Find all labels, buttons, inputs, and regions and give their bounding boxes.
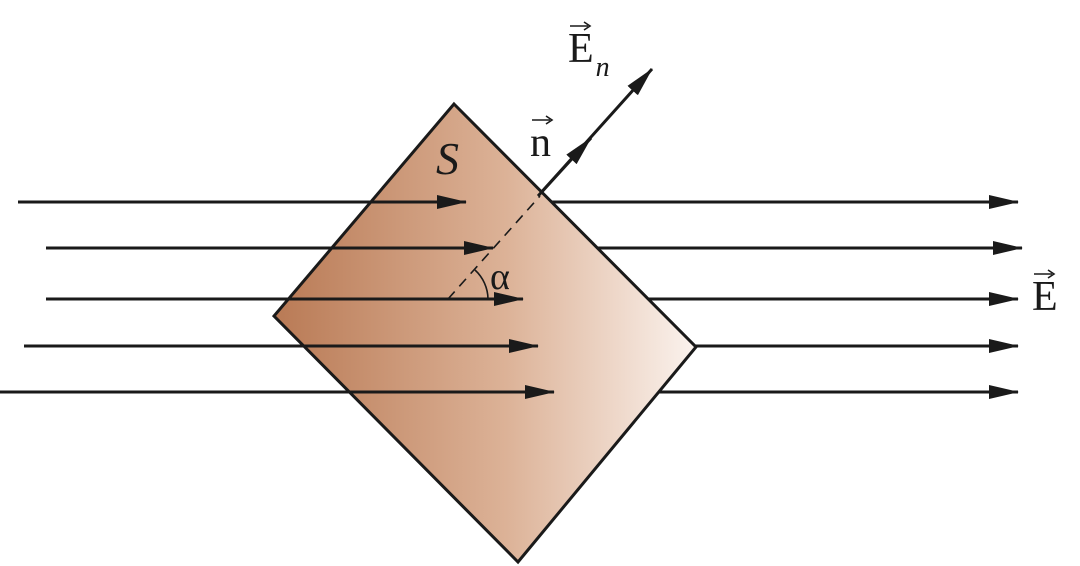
surface-label: S bbox=[436, 136, 459, 182]
normal-component-symbol: E bbox=[568, 21, 594, 72]
vector-arrow-icon bbox=[570, 21, 592, 31]
vector-arrow-icon bbox=[1034, 269, 1056, 279]
normal-vector-symbol: n bbox=[530, 115, 554, 166]
angle-arc bbox=[474, 269, 489, 300]
surface-label-text: S bbox=[436, 133, 459, 184]
normal-component-label: E n bbox=[568, 21, 610, 82]
normal-component-vector bbox=[563, 67, 654, 168]
field-label-text: E bbox=[1032, 274, 1058, 320]
normal-component-text: E bbox=[568, 26, 594, 72]
field-label: E bbox=[1032, 269, 1058, 320]
normal-vector-label: n bbox=[530, 115, 554, 166]
field-vector-symbol: E bbox=[1032, 269, 1058, 320]
angle-label: α bbox=[490, 258, 510, 296]
normal-line-dashed bbox=[447, 195, 541, 300]
surface-plate bbox=[271, 101, 699, 565]
vector-arrow-icon bbox=[532, 115, 554, 125]
angle-label-text: α bbox=[490, 256, 510, 298]
normal-label-text: n bbox=[530, 120, 551, 166]
normal-component-subscript: n bbox=[595, 52, 610, 83]
field-lines-right bbox=[540, 195, 1023, 399]
field-lines-left bbox=[0, 195, 555, 399]
